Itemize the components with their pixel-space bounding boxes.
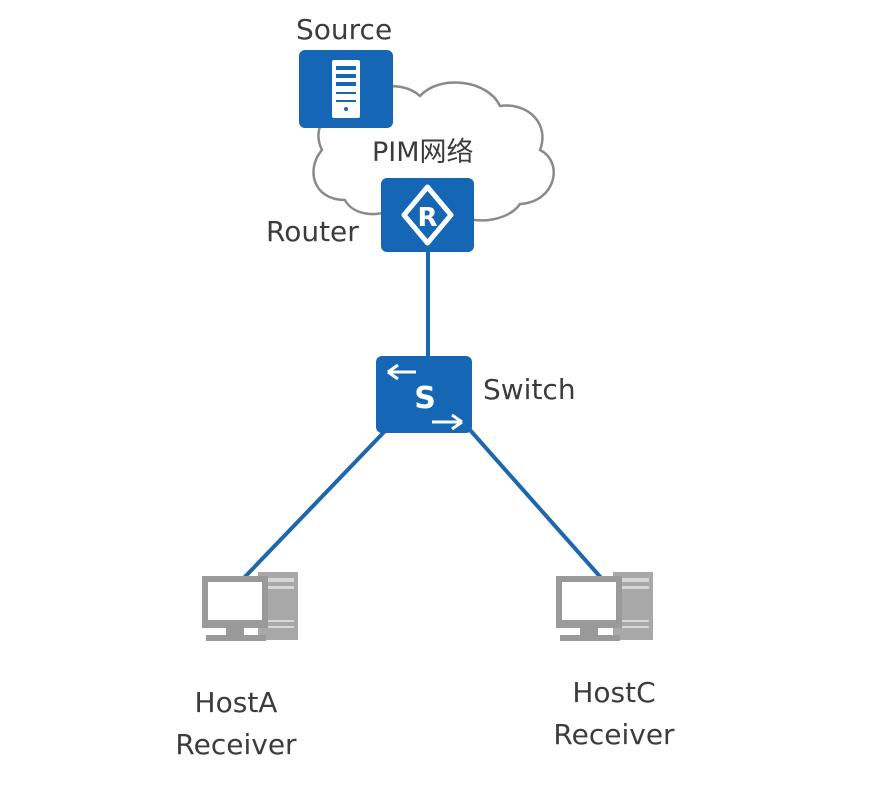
- router-label: Router: [266, 215, 359, 248]
- hosta-name: HostA: [194, 686, 278, 719]
- source-server-icon: [299, 50, 393, 128]
- hosta-label: HostA Receiver: [146, 682, 326, 766]
- hostc-pc-icon: [556, 572, 653, 641]
- pim-network-label: PIM网络: [372, 137, 474, 168]
- switch-icon: S: [376, 356, 472, 433]
- hostc-label: HostC Receiver: [524, 672, 704, 756]
- hostc-role: Receiver: [553, 718, 675, 751]
- source-label: Source: [296, 13, 393, 46]
- hosta-role: Receiver: [175, 728, 297, 761]
- router-icon: R: [381, 178, 474, 252]
- link-switch-hostc: [468, 428, 605, 582]
- switch-glyph: S: [414, 381, 436, 416]
- link-switch-hosta: [238, 428, 388, 584]
- hosta-pc-icon: [202, 572, 298, 641]
- switch-label: Switch: [483, 373, 576, 406]
- router-glyph: R: [417, 203, 437, 233]
- hostc-name: HostC: [572, 676, 656, 709]
